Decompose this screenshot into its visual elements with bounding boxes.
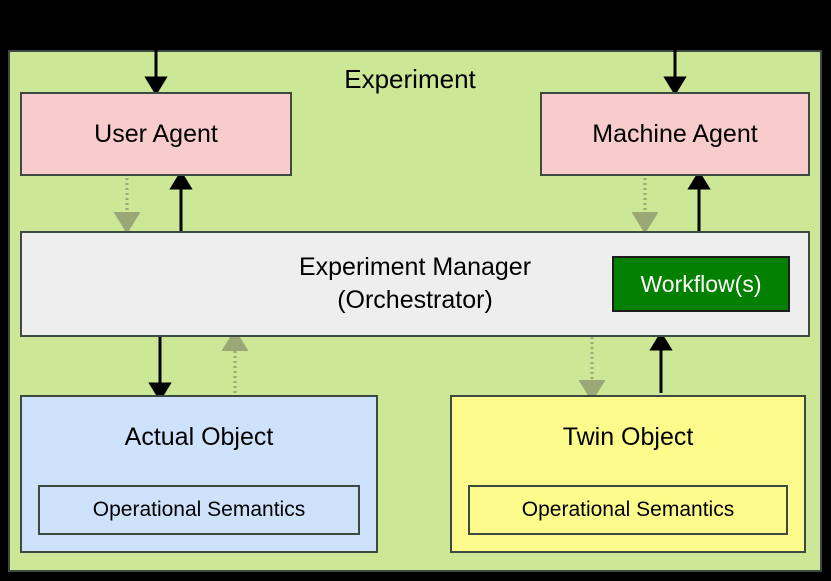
workflows-label: Workflow(s)	[640, 270, 762, 297]
experiment-title: Experiment	[344, 64, 476, 94]
node-user-agent[interactable]: User Agent	[20, 92, 292, 176]
node-machine-agent[interactable]: Machine Agent	[540, 92, 810, 176]
actual-object-label: Actual Object	[124, 423, 274, 451]
node-experiment-manager[interactable]: Experiment Manager (Orchestrator) Workfl…	[20, 231, 810, 337]
user-agent-label: User Agent	[94, 119, 218, 148]
twin-object-semantics-label: Operational Semantics	[521, 498, 735, 521]
twin-object-operational-semantics[interactable]: Operational Semantics	[468, 485, 788, 535]
node-workflows[interactable]: Workflow(s)	[612, 256, 790, 312]
actual-object-semantics-label: Operational Semantics	[92, 498, 306, 521]
node-actual-object[interactable]: Actual Object Operational Semantics	[20, 395, 378, 553]
machine-agent-label: Machine Agent	[592, 119, 758, 148]
node-twin-object[interactable]: Twin Object Operational Semantics	[450, 395, 806, 553]
twin-object-label: Twin Object	[562, 423, 694, 451]
actual-object-operational-semantics[interactable]: Operational Semantics	[38, 485, 360, 535]
